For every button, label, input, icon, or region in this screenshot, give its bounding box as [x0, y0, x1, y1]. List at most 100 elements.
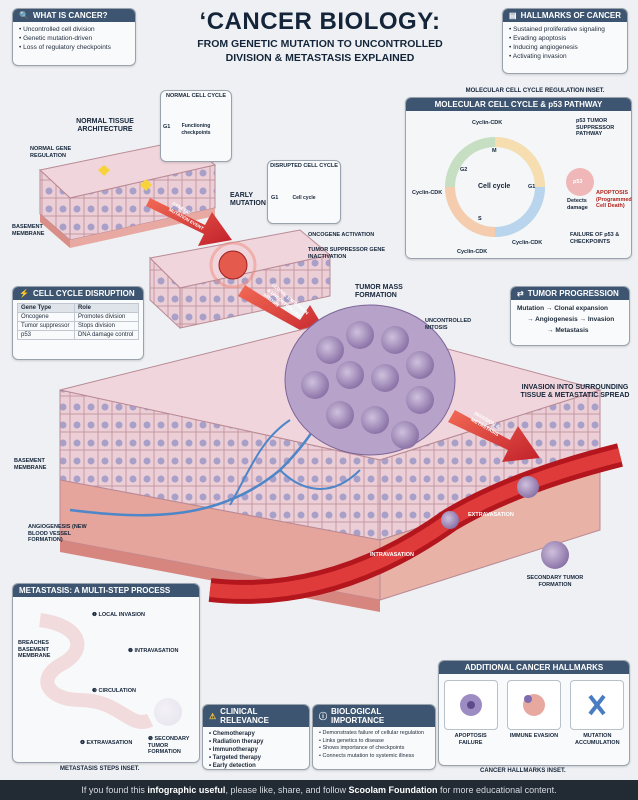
star-icon — [98, 165, 110, 176]
list-item: Inducing angiogenesis — [509, 43, 621, 52]
p53-failure-label: FAILURE OF p53 & CHECKPOINTS — [570, 232, 620, 245]
what-is-cancer-header: 🔍WHAT IS CANCER? — [13, 9, 135, 22]
early-mutation-label: EARLY MUTATION — [230, 192, 266, 207]
list-item: Genetic mutation-driven — [19, 34, 129, 43]
clinical-relevance-panel: ⚠CLINICAL RELEVANCE Chemotherapy Radiati… — [202, 704, 310, 770]
disrupted-cell-cycle-inset: DISRUPTED CELL CYCLE Cell cycle G1 — [267, 160, 341, 224]
normal-cell-cycle-inset: NORMAL CELL CYCLE Functioning checkpoint… — [160, 90, 232, 162]
list-item: Chemotherapy — [209, 730, 303, 738]
list-item: Radiation therapy — [209, 738, 303, 746]
footer-bold-2: Scoolam Foundation — [348, 785, 438, 795]
secondary-tumor-cell — [541, 541, 569, 569]
list-item: Connects mutation to systemic illness — [319, 753, 429, 761]
lightning-icon: ⚡ — [19, 289, 29, 298]
disrupted-cycle-title: DISRUPTED CELL CYCLE — [270, 163, 338, 169]
tumor-progression-panel: ⇄TUMOR PROGRESSION Mutation → Clonal exp… — [510, 286, 630, 346]
invasion-label: INVASION INTO SURROUNDING TISSUE & METAS… — [520, 384, 630, 399]
progression-step: Mutation — [517, 305, 545, 312]
tumor-progression-header: ⇄TUMOR PROGRESSION — [511, 287, 629, 300]
cell-cycle-center: Cell cycle — [478, 183, 511, 190]
immune-evasion-icon — [506, 680, 561, 730]
metastasis-header: METASTASIS: A MULTI-STEP PROCESS — [13, 584, 199, 597]
mutation-accumulation-icon — [570, 680, 625, 730]
secondary-tumor-label: SECONDARY TUMOR FORMATION — [526, 575, 584, 588]
uncontrolled-mitosis-label: UNCONTROLLED MITOSIS — [425, 318, 472, 331]
additional-hallmarks-panel: ADDITIONAL CANCER HALLMARKS APOPTOSIS FA… — [438, 660, 630, 766]
disrupted-cycle-center: Cell cycle — [292, 195, 316, 201]
basement-membrane-main-label: BASEMENT MEMBRANE — [14, 458, 47, 471]
normal-gene-regulation-label: NORMAL GENE REGULATION — [30, 146, 72, 159]
mutated-cell — [218, 250, 248, 280]
circulating-tumor-cell — [517, 476, 539, 498]
column-header: Role — [73, 303, 140, 313]
basement-membrane-label: BASEMENT MEMBRANE — [12, 224, 45, 237]
tumor-suppressor-label: TUMOR SUPPRESSOR GENE INACTIVATION — [308, 247, 386, 260]
document-icon: ▤ — [509, 11, 517, 20]
breaches-label: BREACHES BASEMENT MEMBRANE — [18, 640, 51, 659]
normal-cycle-center: Functioning checkpoints — [181, 123, 211, 136]
list-item: Shows importance of checkpoints — [319, 745, 429, 753]
mutation-arrow — [146, 198, 232, 246]
cyclin-cdk-top: Cyclin-CDK — [472, 120, 503, 126]
metastasis-step-3: ❸ CIRCULATION — [92, 688, 136, 694]
hallmark-label: IMMUNE EVASION — [509, 733, 559, 739]
star-icon — [140, 179, 152, 191]
phase-m: M — [492, 148, 497, 154]
list-item: Loss of regulatory checkpoints — [19, 43, 129, 52]
what-is-cancer-panel: 🔍WHAT IS CANCER? Uncontrolled cell divis… — [12, 8, 136, 66]
magnifier-icon: 🔍 — [19, 11, 29, 20]
list-item: Activating invasion — [509, 52, 621, 61]
page-subtitle-2: DIVISION & METASTASIS EXPLAINED — [225, 52, 415, 64]
tumor-mass — [284, 304, 456, 456]
phase-g2: G2 — [460, 167, 468, 173]
cyclin-cdk-right: Cyclin-CDK — [512, 240, 543, 246]
clinical-header: ⚠CLINICAL RELEVANCE — [203, 705, 309, 727]
metastasis-caption: METASTASIS STEPS INSET. — [60, 766, 140, 772]
oncogene-label: ONCOGENE ACTIVATION — [308, 232, 375, 238]
invasion-arrow — [448, 410, 540, 462]
p53-label: p53 — [573, 179, 583, 185]
list-item: Demonstrates failure of cellular regulat… — [319, 730, 429, 738]
apoptosis-label: APOPTOSIS (Programmed Cell Death) — [596, 190, 632, 209]
metastasis-step-4: ❹ EXTRAVASATION — [80, 740, 133, 746]
hallmark-label: MUTATION ACCUMULATION — [575, 733, 620, 746]
list-item: Uncontrolled cell division — [19, 25, 129, 34]
list-item: Evading apoptosis — [509, 34, 621, 43]
hallmarks-inset-caption: CANCER HALLMARKS INSET. — [480, 768, 566, 774]
cyclin-cdk-bottom: Cyclin-CDK — [457, 249, 488, 255]
molecular-inset: MOLECULAR CELL CYCLE & p53 PATHWAY — [405, 97, 632, 259]
angiogenesis-label: ANGIOGENESIS (NEW BLOOD VESSEL FORMATION… — [28, 524, 87, 543]
footer-banner: If you found this infographic useful, pl… — [0, 780, 638, 800]
list-item: Sustained proliferative signaling — [509, 25, 621, 34]
hallmarks-header: ▤HALLMARKS OF CANCER — [503, 9, 627, 22]
disrupted-cycle-g1: G1 — [271, 195, 279, 201]
intravasation-label: INTRAVASATION — [370, 552, 414, 558]
phase-g1: G1 — [528, 184, 536, 190]
info-icon: ⓘ — [319, 711, 327, 721]
circulating-tumor-cell — [441, 511, 459, 529]
normal-cycle-g1: G1 — [163, 124, 171, 130]
detects-damage-label: Detects damage — [567, 198, 588, 211]
column-header: Gene Type — [17, 303, 75, 313]
progression-step: Metastasis — [555, 327, 589, 334]
hallmarks-panel: ▤HALLMARKS OF CANCER Sustained prolifera… — [502, 8, 628, 74]
metastasis-inset: METASTASIS: A MULTI-STEP PROCESS — [12, 583, 200, 763]
normal-cycle-title: NORMAL CELL CYCLE — [166, 93, 226, 99]
extravasation-label: EXTRAVASATION — [468, 512, 514, 518]
hallmark-label: APOPTOSIS FAILURE — [454, 733, 487, 746]
metastasis-step-2: ❷ INTRAVASATION — [128, 648, 179, 654]
page-subtitle-1: FROM GENETIC MUTATION TO UNCONTROLLED — [197, 38, 443, 50]
apoptosis-failure-icon — [443, 680, 498, 730]
additional-hallmarks-header: ADDITIONAL CANCER HALLMARKS — [439, 661, 629, 674]
molecular-inset-caption: MOLECULAR CELL CYCLE REGULATION INSET. — [465, 88, 605, 94]
arrows-icon: ⇄ — [517, 289, 524, 298]
phase-s: S — [478, 216, 482, 222]
progression-step: Clonal expansion — [554, 305, 609, 312]
list-item: Links genetics to disease — [319, 738, 429, 746]
normal-tissue-label: NORMAL TISSUE ARCHITECTURE — [76, 118, 134, 133]
